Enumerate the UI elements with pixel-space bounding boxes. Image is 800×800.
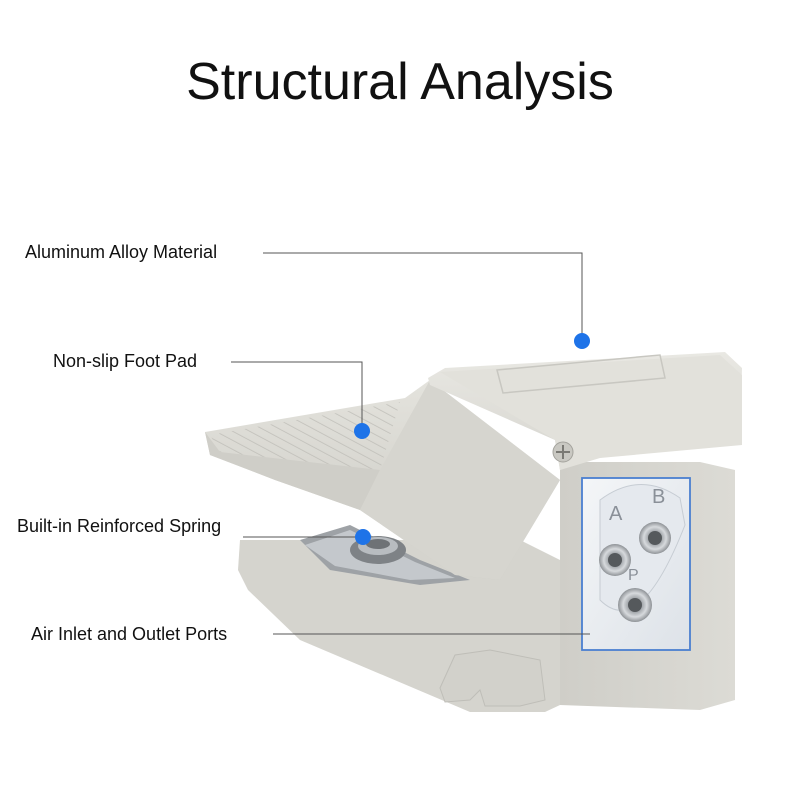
callout-line-foot-pad <box>231 361 363 431</box>
port-plate: A B P <box>581 477 691 651</box>
port-label-p: P <box>628 567 639 584</box>
model-label-plate <box>496 354 666 394</box>
callout-line-aluminum-alloy <box>263 252 583 341</box>
callout-lines <box>231 252 590 635</box>
port-label-b: B <box>652 486 665 508</box>
callout-label-ports: Air Inlet and Outlet Ports <box>31 624 228 644</box>
marker-spring <box>355 529 371 545</box>
mounting-tab <box>439 649 546 707</box>
page-title: Structural Analysis <box>186 53 614 111</box>
port-label-a: A <box>609 503 623 525</box>
callout-label-aluminum-alloy: Aluminum Alloy Material <box>25 242 218 262</box>
valve-top-housing <box>428 352 742 470</box>
callout-markers <box>354 333 590 545</box>
valve-base <box>238 540 560 712</box>
callout-label-spring: Built-in Reinforced Spring <box>17 516 222 536</box>
marker-aluminum-alloy <box>574 333 590 349</box>
marker-foot-pad <box>354 423 370 439</box>
foot-pedal <box>205 380 560 580</box>
callout-label-foot-pad: Non-slip Foot Pad <box>53 351 198 371</box>
